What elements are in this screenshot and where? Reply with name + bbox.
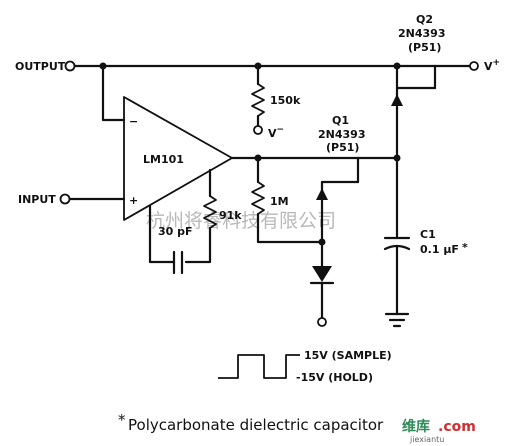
sample-label: 15V (SAMPLE)	[304, 349, 392, 362]
r150k-resistor	[251, 83, 265, 117]
vminus-terminal	[253, 125, 263, 135]
r150k-label: 150k	[270, 94, 301, 107]
q2-name-label: Q2	[416, 13, 433, 26]
diode-triangle	[312, 266, 332, 282]
r91k-resistor	[203, 195, 217, 229]
input-terminal	[59, 193, 71, 205]
c1-star-label: *	[462, 241, 468, 254]
q2-pkg-label: (P51)	[408, 41, 441, 54]
vplus-terminal	[469, 61, 479, 71]
vplus-label: V+	[484, 58, 500, 73]
control-waveform	[218, 354, 300, 379]
op-amp-triangle	[123, 96, 233, 221]
footnote-text: Polycarbonate dielectric capacitor	[128, 416, 384, 434]
output-terminal	[64, 60, 76, 72]
c1-value-label: 0.1 μF	[420, 243, 459, 256]
q2-part-label: 2N4393	[398, 27, 445, 40]
hold-label: -15V (HOLD)	[296, 371, 373, 384]
op-amp-plus: +	[129, 194, 138, 207]
op-amp-minus: −	[129, 115, 138, 128]
feedback-wire	[101, 64, 126, 122]
logo-url: jiexiantu	[409, 435, 444, 444]
q1-name-label: Q1	[332, 114, 349, 127]
watermark-text: 杭州将睿科技有限公司	[146, 210, 336, 232]
r1m-label: 1M	[270, 195, 289, 208]
q1-gate-arrow	[316, 188, 328, 200]
vminus-label: V−	[268, 125, 284, 140]
r1m-resistor	[251, 181, 265, 215]
q2-gate-arrow	[391, 94, 403, 106]
input-label: INPUT	[18, 193, 56, 206]
c1-name-label: C1	[420, 228, 436, 241]
c30pf-label: 30 pF	[158, 225, 193, 238]
footnote-star: *	[118, 411, 126, 429]
logo-part-a: 维库	[402, 418, 430, 435]
logo-part-b: .com	[438, 419, 476, 435]
q1-pkg-label: (P51)	[326, 141, 359, 154]
control-terminal	[317, 317, 327, 327]
logo-backdrop	[398, 410, 504, 444]
q1-part-label: 2N4393	[318, 128, 365, 141]
r91k-to-cap-wire	[184, 226, 212, 264]
r91k-label: 91k	[219, 209, 242, 222]
op-amp-label: LM101	[143, 153, 184, 166]
output-label: OUTPUT	[15, 60, 66, 73]
c30pf-to-opamp-wire	[148, 204, 176, 264]
r1m-to-gate-wire	[256, 212, 324, 244]
